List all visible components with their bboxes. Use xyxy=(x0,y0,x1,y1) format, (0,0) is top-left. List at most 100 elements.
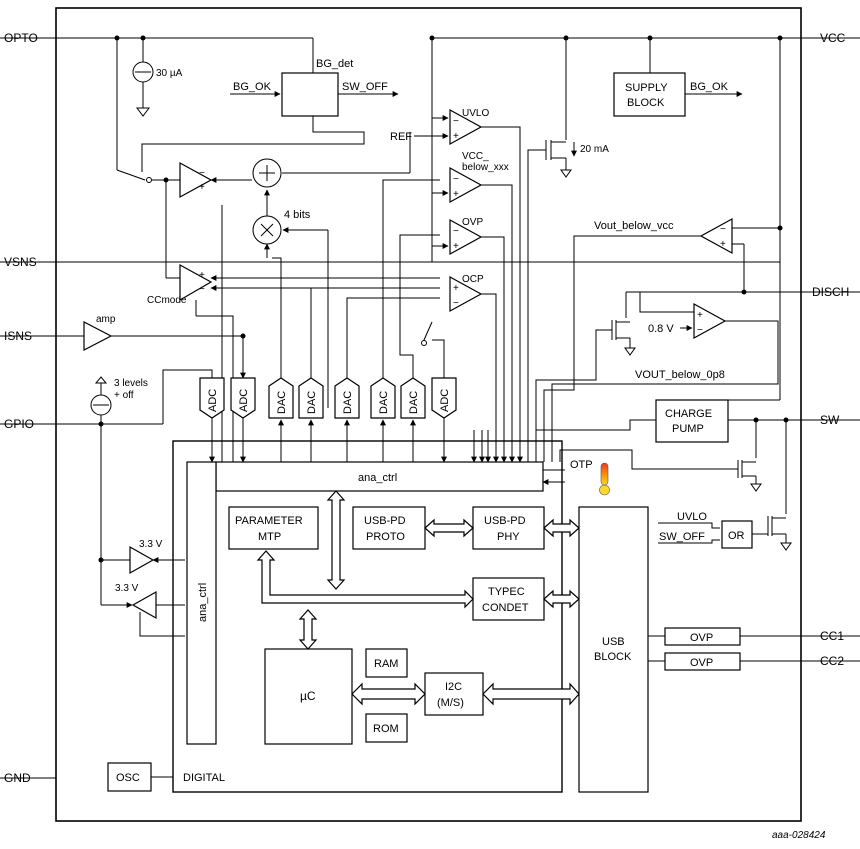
vout-below-vcc-label: Vout_below_vcc xyxy=(594,220,674,232)
bg-ok-input-label: BG_OK xyxy=(233,81,272,93)
otp-label: OTP xyxy=(570,459,593,471)
supply-block-line1: SUPPLY xyxy=(625,82,668,94)
svg-text:−: − xyxy=(199,284,205,295)
thermometer-icon xyxy=(599,462,610,496)
svg-text:−: − xyxy=(453,298,459,309)
dac-2: DAC xyxy=(306,391,318,414)
ref-label: REF xyxy=(390,131,412,143)
amp-label: amp xyxy=(96,314,116,325)
svg-text:−: − xyxy=(720,224,726,235)
dac-5: DAC xyxy=(408,391,420,414)
supply-block xyxy=(613,72,686,117)
vcc-below-comparator: − + xyxy=(449,166,483,204)
usb-block-line1: USB xyxy=(602,636,625,648)
osc-label: OSC xyxy=(116,772,140,784)
svg-text:+: + xyxy=(697,310,703,321)
ovp-comparator: − + xyxy=(449,218,483,256)
svg-text:+: + xyxy=(199,182,205,193)
pin-opto: OPTO xyxy=(4,31,38,45)
usb-pd-phy-line2: PHY xyxy=(497,531,520,543)
pin-vcc: VCC xyxy=(820,31,846,45)
microcontroller-label: µC xyxy=(300,689,316,703)
ovp-cc1-block xyxy=(664,627,741,646)
bits-label: 4 bits xyxy=(284,209,311,221)
bg-ok-output-label: BG_OK xyxy=(690,81,729,93)
svg-text:+: + xyxy=(453,283,459,294)
charge-pump-block xyxy=(655,399,729,443)
svg-text:+: + xyxy=(453,189,459,200)
parameter-mtp-block xyxy=(228,506,319,550)
typec-condet-line1: TYPEC xyxy=(488,586,525,598)
svg-text:−: − xyxy=(199,168,205,179)
svg-text:+: + xyxy=(720,239,726,250)
pin-lines xyxy=(0,37,860,779)
charge-pump-line2: PUMP xyxy=(672,423,704,435)
typec-condet-line2: CONDET xyxy=(482,602,529,614)
vcc-below-label-2: below_xxx xyxy=(462,162,509,173)
microcontroller-block xyxy=(264,648,353,745)
adc-1: ADC xyxy=(207,389,219,412)
ana-ctrl-horizontal-label: ana_ctrl xyxy=(358,472,397,484)
ocp-label: OCP xyxy=(462,274,484,285)
svg-text:−: − xyxy=(697,325,703,336)
levels-label-1: 3 levels xyxy=(114,378,148,389)
ana-ctrl-horizontal xyxy=(215,461,544,492)
dac-1: DAC xyxy=(276,391,288,414)
usb-pd-proto-line1: USB-PD xyxy=(364,515,406,527)
opto-comparator xyxy=(179,161,213,199)
vout-below-vcc-comparator xyxy=(699,217,733,255)
figure-id: aaa-028424 xyxy=(772,830,826,841)
pin-cc2: CC2 xyxy=(820,654,844,668)
usb-pd-phy-block xyxy=(472,506,545,550)
i2c-line2: (M/S) xyxy=(437,697,464,709)
adc-2: ADC xyxy=(238,389,250,412)
uvlo-input-label: UVLO xyxy=(677,511,707,523)
parameter-mtp-line1: PARAMETER xyxy=(235,515,303,527)
ram-block xyxy=(365,648,408,678)
gpio-output-buffer xyxy=(129,545,155,575)
bus-arrows xyxy=(256,490,580,706)
pin-isns: ISNS xyxy=(4,329,32,343)
ocp-comparator: + − xyxy=(449,275,483,313)
usb-block xyxy=(578,506,649,793)
ocp-select-switch xyxy=(423,321,433,341)
digital-label: DIGITAL xyxy=(183,772,225,784)
dac-3: DAC xyxy=(342,391,354,414)
ana-ctrl-vertical-label: ana_ctrl xyxy=(197,583,209,622)
v33-label-b: 3.3 V xyxy=(115,583,139,594)
bg-det-label: BG_det xyxy=(316,58,353,70)
converter-row: ADC ADC DAC DAC DAC DAC DAC ADC xyxy=(199,377,457,419)
usb-pd-phy-line1: USB-PD xyxy=(484,515,526,527)
vout-below-0p8-label: VOUT_below_0p8 xyxy=(635,369,725,381)
supply-block-line2: BLOCK xyxy=(627,97,665,109)
sw-off-output-label: SW_OFF xyxy=(342,81,388,93)
opto-current-source xyxy=(114,35,154,117)
vcc-below-label-1: VCC_ xyxy=(462,151,489,162)
current-20ma-label: 20 mA xyxy=(580,144,609,155)
usb-pd-proto-block xyxy=(352,506,426,550)
usb-pd-proto-line2: PROTO xyxy=(366,531,405,543)
pin-vsns: VSNS xyxy=(4,255,37,269)
svg-text:+: + xyxy=(453,131,459,142)
charge-pump-line1: CHARGE xyxy=(665,408,712,420)
v33-label-a: 3.3 V xyxy=(139,539,163,550)
v08-label: 0.8 V xyxy=(648,323,674,335)
ovp-cc1-label: OVP xyxy=(690,632,713,644)
vout-below-0p8-comparator xyxy=(693,302,727,340)
rom-label: ROM xyxy=(373,723,399,735)
or-gate-label: OR xyxy=(728,530,745,542)
pin-gnd: GND xyxy=(4,771,31,785)
svg-text:+: + xyxy=(453,241,459,252)
pin-cc1: CC1 xyxy=(820,629,844,643)
i2c-line1: I2C xyxy=(445,681,462,693)
parameter-mtp-line2: MTP xyxy=(258,531,281,543)
svg-text:−: − xyxy=(453,174,459,185)
svg-text:+: + xyxy=(199,270,205,281)
i2c-block xyxy=(424,672,484,716)
isns-amplifier xyxy=(83,321,113,351)
osc-block xyxy=(107,762,152,792)
ovp-label: OVP xyxy=(462,217,483,228)
svg-text:−: − xyxy=(453,116,459,127)
uvlo-comparator: − + xyxy=(449,108,483,146)
